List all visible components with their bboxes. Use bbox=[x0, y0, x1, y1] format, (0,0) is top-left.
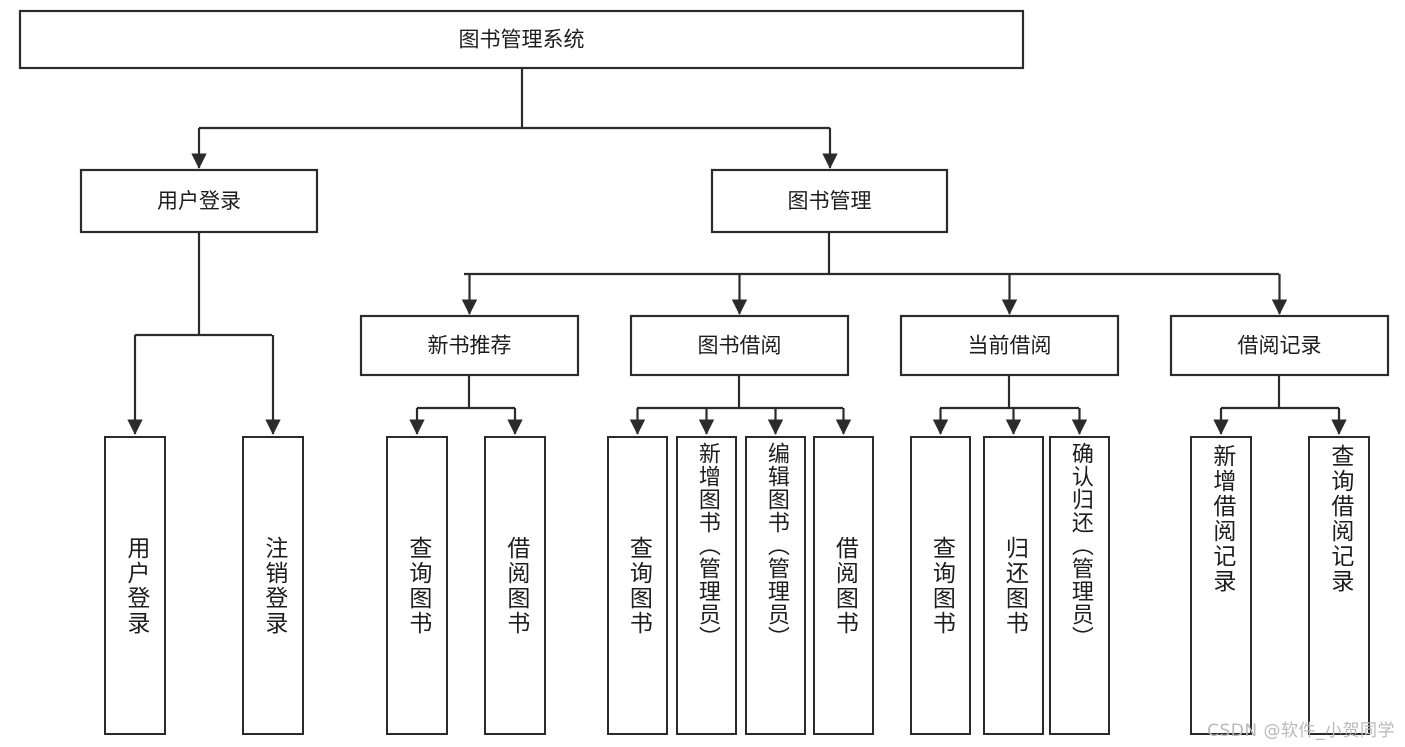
leaf-user-logout-label: 注销登录 bbox=[260, 535, 287, 636]
leaf-borrow-book-2-label: 借阅图书 bbox=[831, 535, 858, 636]
leaf-add-book-label: 新增图书（管理员） bbox=[694, 442, 720, 649]
connector-layer bbox=[127, 68, 1347, 435]
borrow-record-box[interactable] bbox=[1169, 314, 1390, 377]
leaf-query-book-2-label: 查询图书 bbox=[625, 535, 652, 636]
leaf-borrow-book-1[interactable]: 借阅图书 bbox=[484, 436, 546, 735]
borrow-record-label: 借阅记录 bbox=[1238, 334, 1322, 358]
leaf-edit-book[interactable]: 编辑图书（管理员） bbox=[745, 436, 806, 735]
leaf-query-book-1-label: 查询图书 bbox=[404, 535, 431, 636]
leaf-add-book[interactable]: 新增图书（管理员） bbox=[676, 436, 737, 735]
leaf-borrow-book-1-label: 借阅图书 bbox=[502, 535, 529, 636]
leaf-return-book-label: 归还图书 bbox=[1001, 535, 1028, 636]
book-borrow-box[interactable] bbox=[629, 314, 850, 377]
user-login-box[interactable] bbox=[79, 168, 319, 234]
leaf-query-book-1[interactable]: 查询图书 bbox=[386, 436, 448, 735]
new-book-recommend-box[interactable] bbox=[359, 314, 580, 377]
user-login-label: 用户登录 bbox=[157, 189, 241, 213]
current-borrow-box[interactable] bbox=[899, 314, 1120, 377]
leaf-edit-book-label: 编辑图书（管理员） bbox=[763, 442, 789, 649]
leaf-user-login[interactable]: 用户登录 bbox=[104, 436, 166, 735]
current-borrow-label: 当前借阅 bbox=[968, 334, 1052, 358]
leaf-confirm-return[interactable]: 确认归还（管理员） bbox=[1049, 436, 1110, 735]
leaf-user-logout[interactable]: 注销登录 bbox=[242, 436, 304, 735]
system-title-box[interactable] bbox=[18, 9, 1025, 70]
leaf-query-record-label: 查询借阅记录 bbox=[1326, 444, 1353, 594]
new-book-recommend-label: 新书推荐 bbox=[428, 334, 512, 358]
watermark-label: CSDN @软件_小贺同学 bbox=[1207, 721, 1395, 741]
leaf-query-book-3-label: 查询图书 bbox=[928, 535, 955, 636]
leaf-add-record-label: 新增借阅记录 bbox=[1208, 444, 1235, 594]
leaf-query-book-3[interactable]: 查询图书 bbox=[910, 436, 971, 735]
leaf-return-book[interactable]: 归还图书 bbox=[983, 436, 1044, 735]
leaf-query-book-2[interactable]: 查询图书 bbox=[607, 436, 668, 735]
leaf-query-record[interactable]: 查询借阅记录 bbox=[1308, 436, 1370, 735]
leaf-user-login-label: 用户登录 bbox=[122, 535, 149, 636]
leaf-add-record[interactable]: 新增借阅记录 bbox=[1190, 436, 1252, 735]
leaf-confirm-return-label: 确认归还（管理员） bbox=[1067, 442, 1093, 649]
book-manage-label: 图书管理 bbox=[788, 189, 872, 213]
system-title-label: 图书管理系统 bbox=[459, 28, 585, 52]
book-borrow-label: 图书借阅 bbox=[698, 334, 782, 358]
book-manage-box[interactable] bbox=[710, 168, 949, 234]
leaf-borrow-book-2[interactable]: 借阅图书 bbox=[813, 436, 874, 735]
